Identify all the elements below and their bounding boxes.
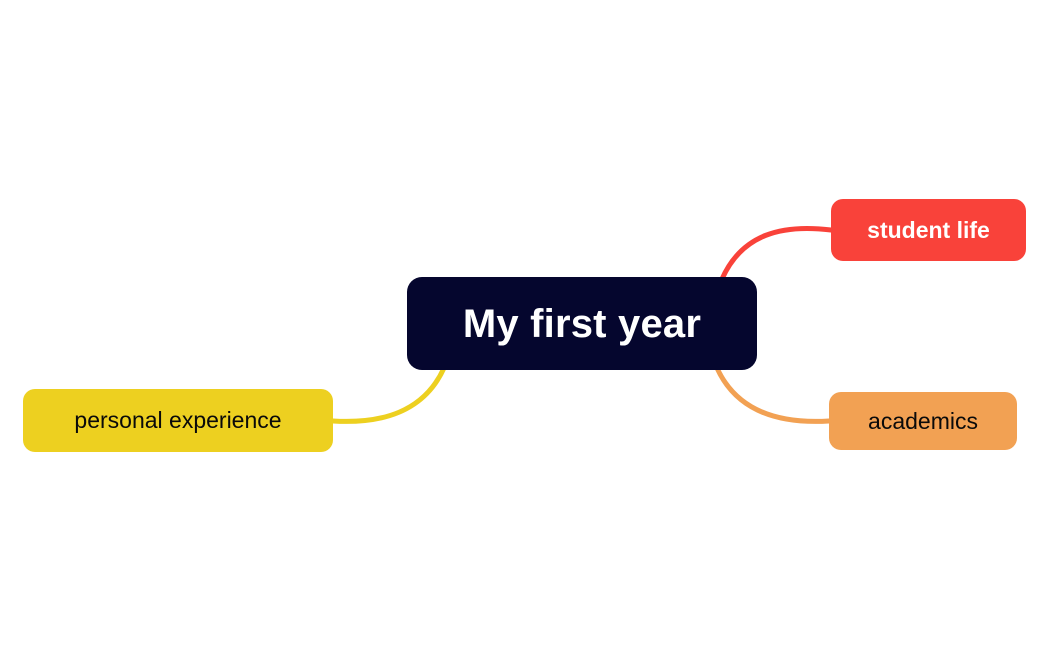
mindmap-branch-label-student-life: student life	[867, 216, 990, 243]
mindmap-branch-student-life[interactable]: student life	[831, 199, 1026, 261]
connector-academics	[714, 365, 832, 424]
mindmap-branch-academics[interactable]: academics	[829, 392, 1017, 450]
mindmap-branch-label-academics: academics	[868, 407, 978, 434]
connector-personal-experience	[330, 365, 447, 424]
mindmap-root-label: My first year	[462, 301, 702, 346]
mindmap-branch-personal-experience[interactable]: personal experience	[23, 389, 333, 452]
mindmap-root-node[interactable]: My first year	[407, 277, 757, 370]
mindmap-branch-label-personal-experience: personal experience	[74, 407, 282, 433]
connector-student-life	[719, 225, 834, 282]
